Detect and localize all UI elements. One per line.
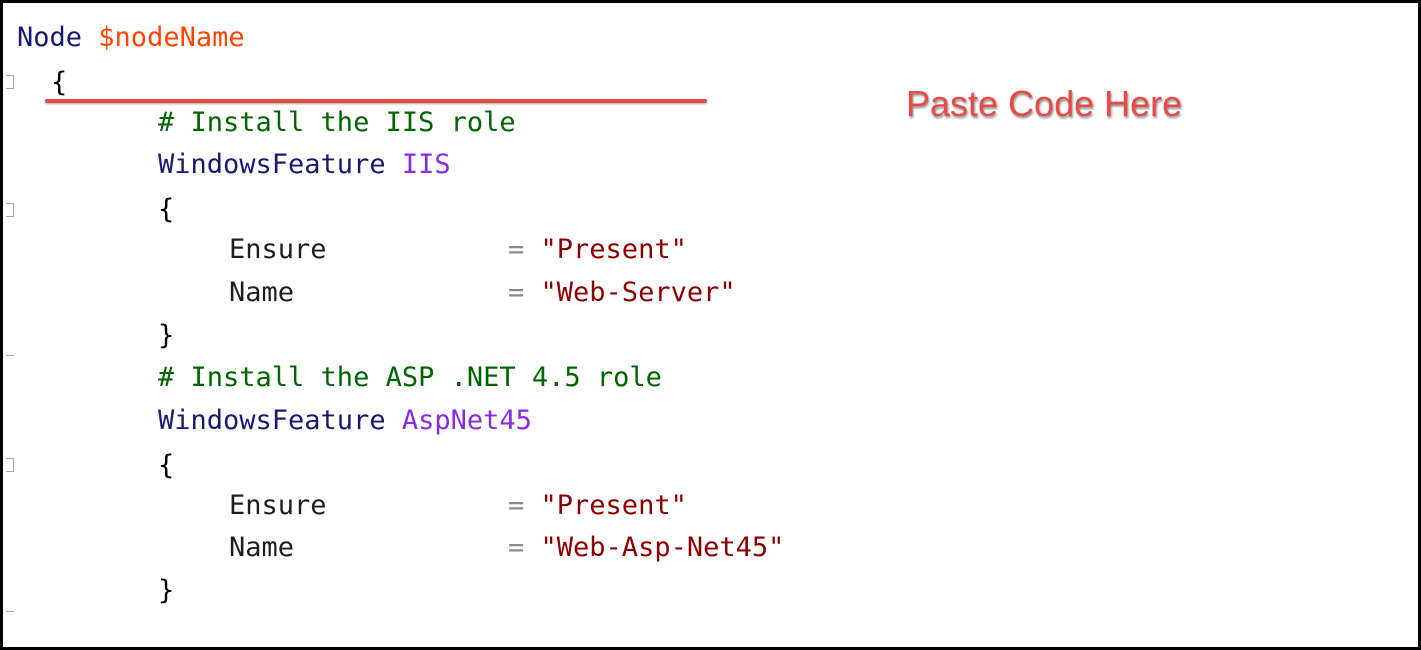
code-line-name-iis: Name <box>229 273 294 313</box>
code-line-comment-iis: # Install the IIS role <box>158 103 516 143</box>
equals-sign: = <box>508 490 525 521</box>
code-line-brace-iis-open: { <box>158 190 174 230</box>
comment-install-iis: # Install the IIS role <box>158 107 516 138</box>
code-line-ensure-aspnet: Ensure <box>229 486 327 526</box>
open-brace: { <box>158 194 175 225</box>
code-line-brace-iis-close: } <box>158 316 174 356</box>
string-present: "Present" <box>540 234 687 265</box>
code-line-ensure-iis: Ensure <box>229 230 327 270</box>
code-line-name-aspnet: Name <box>229 528 294 568</box>
variable-nodename: $nodeName <box>98 22 245 53</box>
string-present: "Present" <box>540 490 687 521</box>
fold-toggle-node[interactable] <box>6 75 14 89</box>
fold-end-aspnet45 <box>6 611 14 612</box>
code-line-name-iis-value: = "Web-Server" <box>508 273 736 313</box>
code-line-brace-aspnet-close: } <box>158 571 174 611</box>
property-name: Name <box>229 277 295 308</box>
paste-position-marker <box>45 99 707 103</box>
code-line-open-brace: { <box>51 63 67 103</box>
paste-code-here-annotation: Paste Code Here <box>906 83 1183 124</box>
resource-name-iis: IIS <box>401 149 451 180</box>
close-brace: } <box>158 320 175 351</box>
equals-sign: = <box>508 277 525 308</box>
code-line-comment-aspnet: # Install the ASP .NET 4.5 role <box>158 358 662 398</box>
code-line-brace-aspnet-open: { <box>158 446 174 486</box>
code-line-feature-aspnet45: WindowsFeature AspNet45 <box>158 401 532 441</box>
resource-name-aspnet45: AspNet45 <box>401 405 532 436</box>
string-web-asp-net45: "Web-Asp-Net45" <box>540 532 785 563</box>
comment-install-aspnet: # Install the ASP .NET 4.5 role <box>158 362 662 393</box>
keyword-windowsfeature: WindowsFeature <box>158 149 386 180</box>
open-brace: { <box>51 67 68 98</box>
property-ensure: Ensure <box>229 234 327 265</box>
fold-end-iis <box>6 355 14 356</box>
fold-toggle-iis[interactable] <box>6 203 14 217</box>
code-line-name-aspnet-value: = "Web-Asp-Net45" <box>508 528 784 568</box>
fold-toggle-aspnet45[interactable] <box>6 458 14 472</box>
code-line-ensure-aspnet-value: = "Present" <box>508 486 687 526</box>
close-brace: } <box>158 575 175 606</box>
code-line-ensure-iis-value: = "Present" <box>508 230 687 270</box>
keyword-windowsfeature: WindowsFeature <box>158 405 386 436</box>
open-brace: { <box>158 450 175 481</box>
equals-sign: = <box>508 234 525 265</box>
equals-sign: = <box>508 532 525 563</box>
code-line-feature-iis: WindowsFeature IIS <box>158 145 451 185</box>
property-name: Name <box>229 532 295 563</box>
string-web-server: "Web-Server" <box>540 277 736 308</box>
keyword-node: Node <box>17 22 83 53</box>
code-line-node: Node $nodeName <box>17 18 245 58</box>
property-ensure: Ensure <box>229 490 327 521</box>
